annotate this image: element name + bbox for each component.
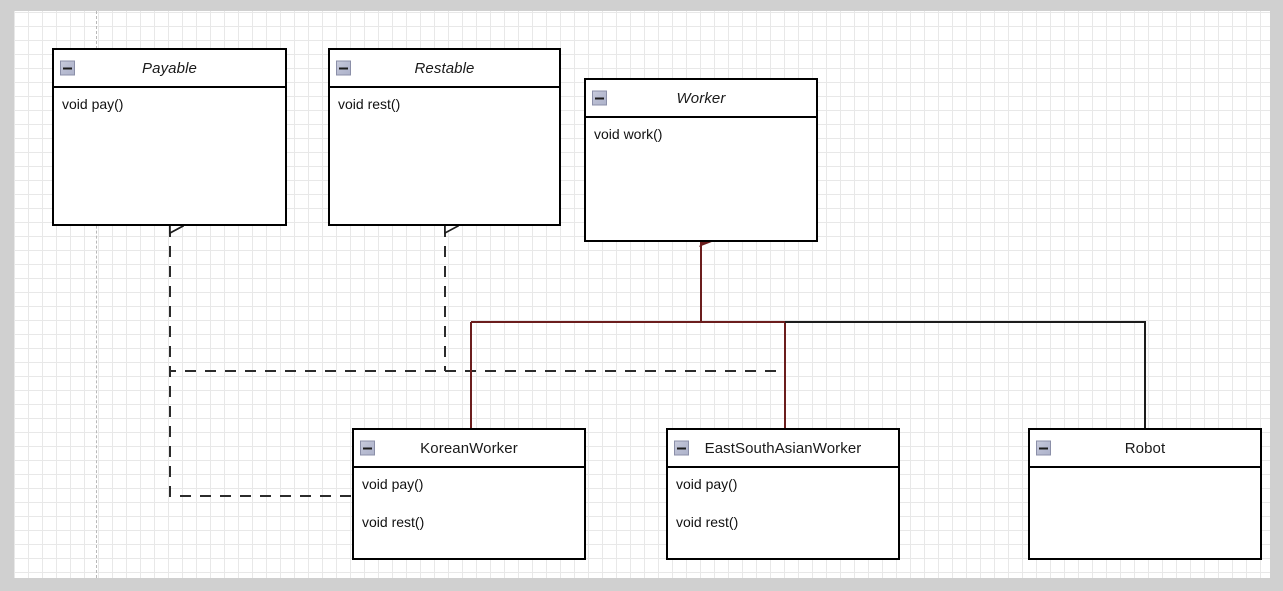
class-header-worker: Worker: [586, 80, 816, 118]
class-member: void pay(): [676, 476, 738, 492]
class-box-worker[interactable]: Worker void work(): [584, 78, 818, 242]
class-body-eastsouthasianworker: void pay() void rest(): [668, 468, 898, 558]
class-member: void pay(): [62, 96, 124, 112]
class-header-koreanworker: KoreanWorker: [354, 430, 584, 468]
class-member: void rest(): [338, 96, 401, 112]
link-eastsouthasianworker-implements-payable[interactable]: [169, 226, 785, 372]
class-title-eastsouthasianworker: EastSouthAsianWorker: [704, 439, 862, 457]
class-box-koreanworker[interactable]: KoreanWorker void pay() void rest(): [352, 428, 586, 560]
class-body-worker: void work(): [586, 118, 816, 173]
minus-icon[interactable]: [60, 60, 75, 76]
class-header-robot: Robot: [1030, 430, 1260, 468]
class-member: void work(): [594, 126, 663, 142]
class-header-eastsouthasianworker: EastSouthAsianWorker: [668, 430, 898, 468]
class-body-koreanworker: void pay() void rest(): [354, 468, 584, 558]
class-box-payable[interactable]: Payable void pay(): [52, 48, 287, 226]
class-member: void rest(): [676, 514, 739, 530]
minus-icon[interactable]: [674, 440, 689, 456]
class-header-restable: Restable: [330, 50, 559, 88]
class-header-payable: Payable: [54, 50, 285, 88]
link-koreanworker-implements-payable[interactable]: [169, 226, 352, 497]
class-box-restable[interactable]: Restable void rest(): [328, 48, 561, 226]
class-member: void pay(): [362, 476, 424, 492]
class-title-robot: Robot: [1124, 439, 1166, 457]
class-box-robot[interactable]: Robot: [1028, 428, 1262, 560]
class-title-restable: Restable: [414, 59, 475, 77]
minus-icon[interactable]: [336, 60, 351, 76]
class-body-robot: [1030, 468, 1260, 485]
class-title-payable: Payable: [142, 59, 197, 77]
minus-icon[interactable]: [360, 440, 375, 456]
class-title-koreanworker: KoreanWorker: [420, 439, 518, 457]
class-title-worker: Worker: [676, 89, 726, 107]
minus-icon[interactable]: [592, 90, 607, 106]
class-body-payable: void pay(): [54, 88, 285, 143]
link-robot-extends-worker[interactable]: [785, 321, 1146, 429]
diagram-sheet[interactable]: Payable void pay() Restable void rest() …: [14, 11, 1270, 578]
class-member: void rest(): [362, 514, 425, 530]
link-generalization-trunk-worker[interactable]: [471, 241, 785, 323]
class-body-restable: void rest(): [330, 88, 559, 143]
minus-icon[interactable]: [1036, 440, 1051, 456]
class-box-eastsouthasianworker[interactable]: EastSouthAsianWorker void pay() void res…: [666, 428, 900, 560]
